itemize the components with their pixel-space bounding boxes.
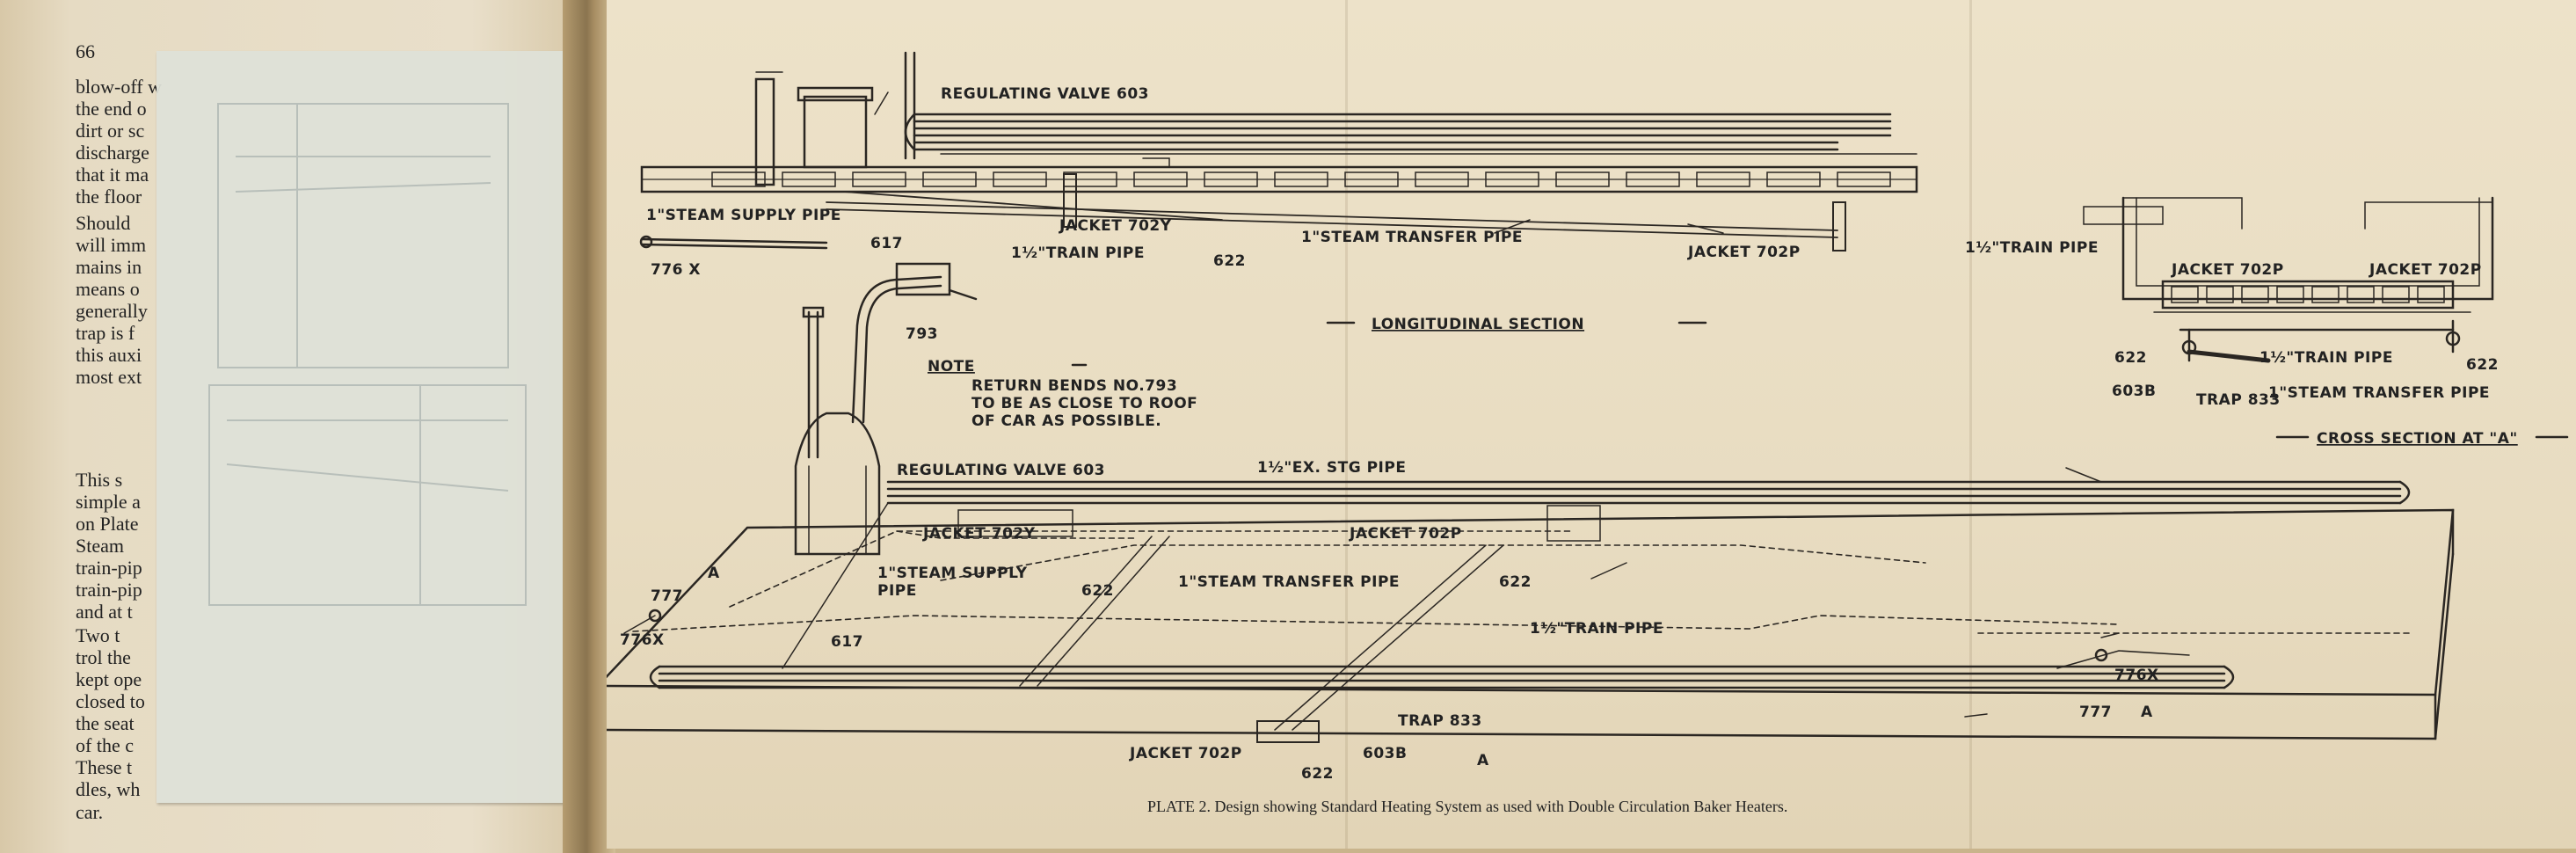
- label-622-iso-a: 622: [1081, 582, 1114, 600]
- left-page-line: car.: [76, 801, 104, 823]
- label-trap-iso: TRAP 833: [1398, 712, 1482, 730]
- isometric-view: [607, 262, 2455, 743]
- label-cross-603: 603B: [2112, 383, 2156, 400]
- train-pipe-dashed: [632, 530, 2410, 634]
- left-page-line: mains in: [76, 256, 142, 278]
- longitudinal-section: [639, 51, 2164, 252]
- label-777-right: 777: [2079, 704, 2112, 721]
- label-622-bottom: 622: [1301, 765, 1334, 783]
- cross-section-drawing: [2121, 196, 2494, 363]
- label-train-pipe-right: 1½"TRAIN PIPE: [1965, 239, 2099, 257]
- left-page-line: trol the: [76, 646, 131, 668]
- note-line-1: RETURN BENDS NO.793: [971, 377, 1177, 395]
- label-train-pipe-top: 1½"TRAIN PIPE: [1011, 244, 1145, 262]
- label-cross-trap: TRAP 833: [2196, 391, 2281, 409]
- label-cross-train-pipe: 1½"TRAIN PIPE: [2259, 349, 2393, 367]
- fold-line: [1345, 0, 1348, 849]
- show-through-drawing: [208, 103, 527, 606]
- left-page-line: the end o: [76, 98, 147, 120]
- left-page-line: kept ope: [76, 668, 142, 690]
- left-page-line: will imm: [76, 234, 147, 256]
- label-regulating-valve-iso: REGULATING VALVE 603: [897, 462, 1105, 479]
- left-page-line: and at t: [76, 601, 133, 623]
- page-number: 66: [76, 40, 95, 62]
- label-622-iso-b: 622: [1499, 573, 1532, 591]
- left-page-line: that it ma: [76, 164, 149, 186]
- label-steam-supply-iso-2: PIPE: [877, 582, 917, 600]
- left-page-line: Steam: [76, 535, 124, 557]
- label-cross-jacket-left: JACKET 702P: [2171, 261, 2284, 279]
- plate-caption: PLATE 2. Design showing Standard Heating…: [1147, 798, 1787, 815]
- left-page-line: means o: [76, 278, 140, 300]
- label-jacket-p-iso: JACKET 702P: [1349, 525, 1462, 543]
- label-a-left: A: [708, 565, 720, 582]
- note-line-3: OF CAR AS POSSIBLE.: [971, 412, 1161, 430]
- label-steam-transfer-top: 1"STEAM TRANSFER PIPE: [1301, 229, 1523, 246]
- left-page-line: the seat: [76, 712, 135, 734]
- left-page-line: on Plate: [76, 513, 139, 535]
- label-train-pipe-iso: 1½"TRAIN PIPE: [1530, 620, 1663, 638]
- label-622-top: 622: [1213, 252, 1246, 270]
- label-regulating-valve-top: REGULATING VALVE 603: [941, 85, 1149, 103]
- left-page-line: This s: [76, 469, 123, 491]
- label-steam-supply-top: 1"STEAM SUPPLY PIPE: [646, 207, 841, 224]
- left-page-line: generally: [76, 300, 148, 322]
- left-page-line: dirt or sc: [76, 120, 145, 142]
- left-page-line: simple a: [76, 491, 141, 513]
- label-a-bottom: A: [1477, 752, 1489, 769]
- note-line-2: TO BE AS CLOSE TO ROOF: [971, 395, 1197, 412]
- fold-line: [1969, 0, 1972, 849]
- label-617-top: 617: [870, 235, 903, 252]
- note-heading: NOTE: [928, 358, 975, 375]
- left-page-line: this auxi: [76, 344, 142, 366]
- left-page-line: of the c: [76, 734, 134, 756]
- label-jacket-y-top: JACKET 702Y: [1059, 217, 1172, 235]
- plate-page: REGULATING VALVE 603 1"STEAM SUPPLY PIPE…: [607, 0, 2576, 849]
- label-776-left: 776X: [620, 631, 665, 649]
- longitudinal-section-title: LONGITUDINAL SECTION: [1372, 316, 1584, 333]
- cross-section-title: CROSS SECTION AT "A": [2317, 430, 2518, 448]
- left-page-line: Should: [76, 212, 131, 234]
- left-page-line: the floor: [76, 186, 142, 208]
- left-page-line: Two t: [76, 624, 120, 646]
- left-page-line: trap is f: [76, 322, 135, 344]
- heating-system-drawing: REGULATING VALVE 603 1"STEAM SUPPLY PIPE…: [607, 51, 2569, 815]
- left-page-line: blow-off w: [76, 76, 162, 98]
- label-cross-622-right: 622: [2466, 356, 2499, 374]
- left-page-line: train-pip: [76, 557, 142, 579]
- left-page-line: most ext: [76, 366, 142, 388]
- left-page-line: train-pip: [76, 579, 142, 601]
- label-transfer-iso: 1"STEAM TRANSFER PIPE: [1178, 573, 1400, 591]
- label-cross-jacket-right: JACKET 702P: [2369, 261, 2482, 279]
- label-jacket-y-iso: JACKET 702Y: [922, 525, 1036, 543]
- label-steam-supply-iso-1: 1"STEAM SUPPLY: [877, 565, 1028, 582]
- left-page-line: dles, wh: [76, 778, 141, 800]
- label-ex-stg-pipe: 1½"EX. STG PIPE: [1257, 459, 1406, 477]
- label-jacket-p-top: JACKET 702P: [1687, 244, 1801, 261]
- label-776-right: 776X: [2114, 667, 2159, 684]
- label-776-top: 776 X: [651, 261, 701, 279]
- label-777-left: 777: [651, 587, 683, 605]
- left-page-line: These t: [76, 756, 133, 778]
- folded-plate-back: [156, 51, 577, 803]
- label-603-bottom: 603B: [1363, 745, 1407, 762]
- label-a-right: A: [2141, 704, 2153, 721]
- label-793: 793: [906, 325, 938, 343]
- label-jacket-p-bottom: JACKET 702P: [1129, 745, 1242, 762]
- label-cross-transfer: 1"STEAM TRANSFER PIPE: [2268, 384, 2490, 402]
- label-cross-622-left: 622: [2114, 349, 2147, 367]
- left-page-line: discharge: [76, 142, 149, 164]
- label-617-iso: 617: [831, 633, 863, 651]
- left-page-line: closed to: [76, 690, 145, 712]
